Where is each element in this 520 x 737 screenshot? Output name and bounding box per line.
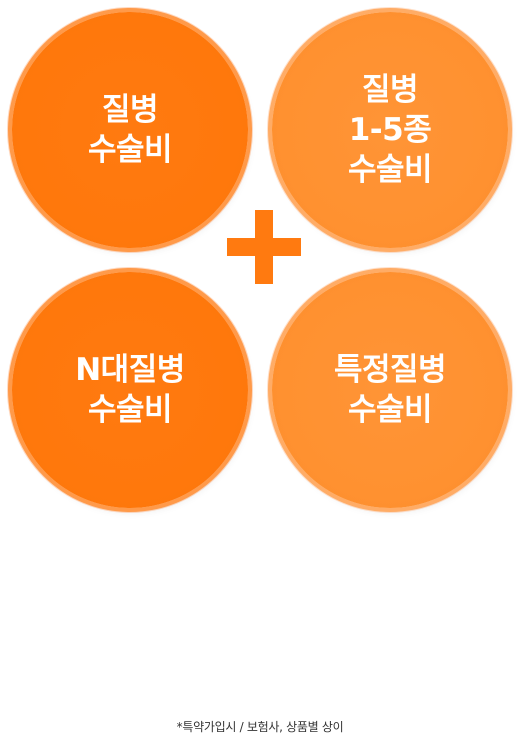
- circle-label-line: 질병: [361, 72, 419, 108]
- circle-disease-1-5-surgery: 질병 1-5종 수술비: [272, 12, 508, 248]
- footnote: *특약가입시 / 보험사, 상품별 상이: [176, 720, 344, 734]
- circle-label-line: 수술비: [347, 392, 433, 428]
- circle-label: N대질병 수술비: [75, 350, 185, 430]
- circle-disease-surgery: 질병 수술비: [12, 12, 248, 248]
- circle-label: 특정질병 수술비: [333, 350, 447, 430]
- plus-vertical-bar: [255, 210, 273, 284]
- circle-label-line: 질병: [101, 92, 159, 128]
- circle-label-line: 특정질병: [333, 352, 447, 388]
- plus-icon: [227, 210, 301, 284]
- circle-n-disease-surgery: N대질병 수술비: [12, 272, 248, 508]
- circle-label: 질병 1-5종 수술비: [347, 70, 433, 190]
- circle-label-line: 수술비: [347, 152, 433, 188]
- circle-label-line: 1-5종: [348, 112, 432, 148]
- circle-label-line: N대질병: [75, 352, 185, 388]
- circle-label: 질병 수술비: [87, 90, 173, 170]
- circle-label-line: 수술비: [87, 132, 173, 168]
- circle-label-line: 수술비: [87, 392, 173, 428]
- circle-specific-disease-surgery: 특정질병 수술비: [272, 272, 508, 508]
